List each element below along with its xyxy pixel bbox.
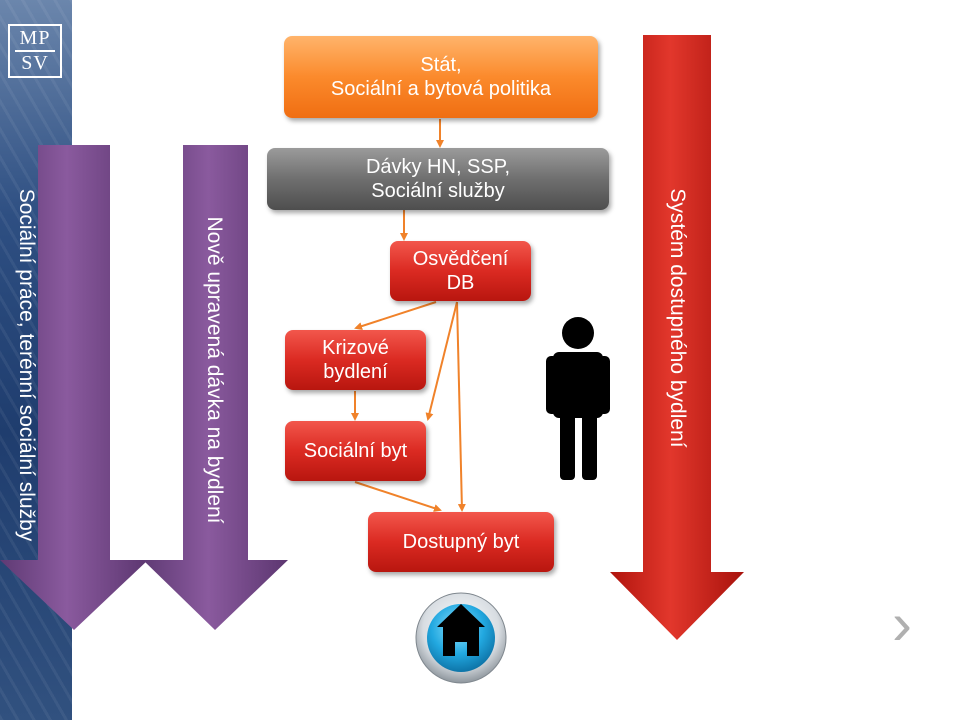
certificate-box: Osvědčení DB	[390, 241, 531, 301]
logo-divider	[15, 50, 55, 52]
right-red-arrow	[610, 35, 744, 640]
social-flat-box: Sociální byt	[285, 421, 426, 481]
crisis-housing-box: Krizové bydlení	[285, 330, 426, 390]
affordable-flat-text: Dostupný byt	[402, 531, 520, 553]
benefits-services-text: Dávky HN, SSP, Sociální služby	[365, 156, 511, 202]
arrow-label-affordable-housing-system: Systém dostupného bydlení	[666, 188, 689, 448]
state-policy-text: Stát, Sociální a bytová politika	[330, 54, 552, 100]
social-flat-text: Sociální byt	[303, 440, 408, 462]
person-icon	[546, 317, 610, 480]
benefits-services-box: Dávky HN, SSP, Sociální služby	[267, 148, 609, 210]
logo-text-top: MP	[19, 27, 51, 49]
certificate-text: Osvědčení DB	[412, 248, 509, 294]
mpsv-logo: MP SV	[8, 24, 62, 78]
crisis-housing-text: Krizové bydlení	[322, 337, 389, 383]
middle-purple-arrow	[143, 145, 288, 630]
arrow-label-social-work: Sociální práce, terénní sociální služby	[15, 188, 38, 542]
logo-text-bottom: SV	[21, 52, 49, 74]
connector-lines	[351, 119, 466, 512]
state-policy-box: Stát, Sociální a bytová politika	[284, 36, 598, 118]
left-purple-arrow	[0, 145, 148, 630]
next-slide-chevron-icon[interactable]: ›	[892, 590, 912, 657]
home-icon	[415, 592, 507, 684]
arrow-label-housing-benefit: Nově upravená dávka na bydlení	[203, 216, 226, 524]
affordable-flat-box: Dostupný byt	[368, 512, 554, 572]
